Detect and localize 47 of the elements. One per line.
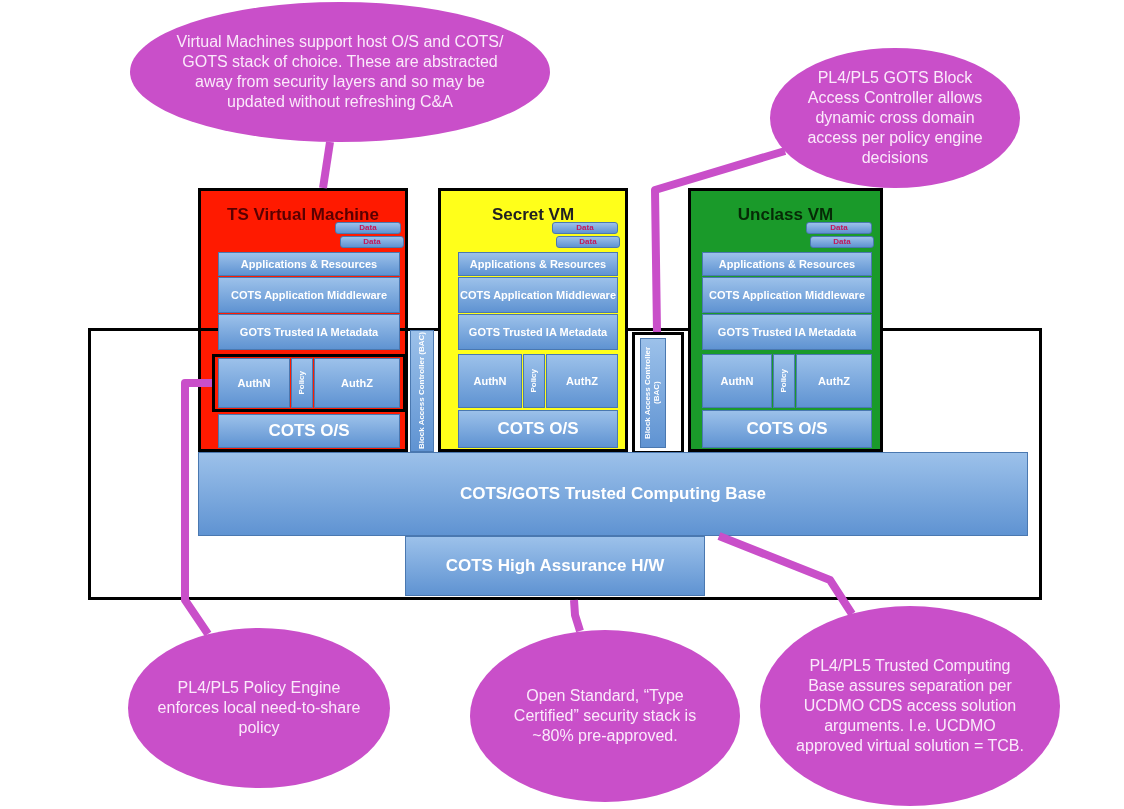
vm-title: Unclass VM xyxy=(736,205,835,225)
data-tab: Data xyxy=(810,236,874,248)
stack-layer: COTS O/S xyxy=(702,410,872,448)
highlight-outline xyxy=(212,354,406,412)
stack-layer: COTS High Assurance H/W xyxy=(405,536,705,596)
data-tab: Data xyxy=(552,222,618,234)
stack-layer: COTS/GOTS Trusted Computing Base xyxy=(198,452,1028,536)
callout-text: Open Standard, “Type Certified” security stack is ~80% pre-approved. xyxy=(512,686,698,746)
stack-layer: AuthZ xyxy=(314,358,400,408)
vm-title: TS Virtual Machine xyxy=(226,205,380,225)
stack-layer: COTS Application Middleware xyxy=(218,277,400,313)
layer-label: Policy xyxy=(529,369,539,393)
stack-layer: GOTS Trusted IA Metadata xyxy=(458,314,618,350)
layer-label: Policy xyxy=(297,371,307,395)
stack-layer xyxy=(410,330,434,452)
stack-layer: Applications & Resources xyxy=(458,252,618,276)
stack-layer: GOTS Trusted IA Metadata xyxy=(218,314,400,350)
layer-label: Policy xyxy=(779,369,789,393)
stack-layer: AuthZ xyxy=(796,354,872,408)
vm-title: Secret VM xyxy=(490,205,576,225)
data-tab: Data xyxy=(556,236,620,248)
stack-layer: COTS Application Middleware xyxy=(702,277,872,313)
stack-layer: COTS Application Middleware xyxy=(458,277,618,313)
callout-text: PL4/PL5 Policy Engine enforces local need-to-share policy xyxy=(156,678,362,738)
stack-layer: AuthN xyxy=(218,358,290,408)
data-tab: Data xyxy=(806,222,872,234)
stack-layer: COTS O/S xyxy=(218,414,400,448)
data-tab: Data xyxy=(340,236,404,248)
callout-text: PL4/PL5 Trusted Computing Base assures separation per UCDMO CDS access solution arguments. I.e. UCDMO approved virtual solution = TCB. xyxy=(795,656,1025,756)
stack-layer: Applications & Resources xyxy=(702,252,872,276)
callout-text: Virtual Machines support host O/S and COTS/ GOTS stack of choice. These are abstracted away from security layers and so may be updated without refreshing C&A xyxy=(176,32,504,112)
data-tab: Data xyxy=(335,222,401,234)
stack-layer: AuthN xyxy=(458,354,522,408)
stack-layer: GOTS Trusted IA Metadata xyxy=(702,314,872,350)
layer-label: Block Access Controller (BAC) xyxy=(417,332,427,450)
stack-layer xyxy=(640,338,666,448)
stack-layer: AuthN xyxy=(702,354,772,408)
stack-layer: Applications & Resources xyxy=(218,252,400,276)
layer-label: Block Access Controller (BAC) xyxy=(644,345,662,442)
callout-text: PL4/PL5 GOTS Block Access Controller allows dynamic cross domain access per policy engine decisions xyxy=(806,68,984,168)
stack-layer xyxy=(523,354,545,408)
stack-layer xyxy=(291,358,313,408)
stack-layer: AuthZ xyxy=(546,354,618,408)
system-boundary xyxy=(88,328,1042,600)
stack-layer: COTS O/S xyxy=(458,410,618,448)
highlight-outline xyxy=(632,332,684,454)
stack-layer xyxy=(773,354,795,408)
